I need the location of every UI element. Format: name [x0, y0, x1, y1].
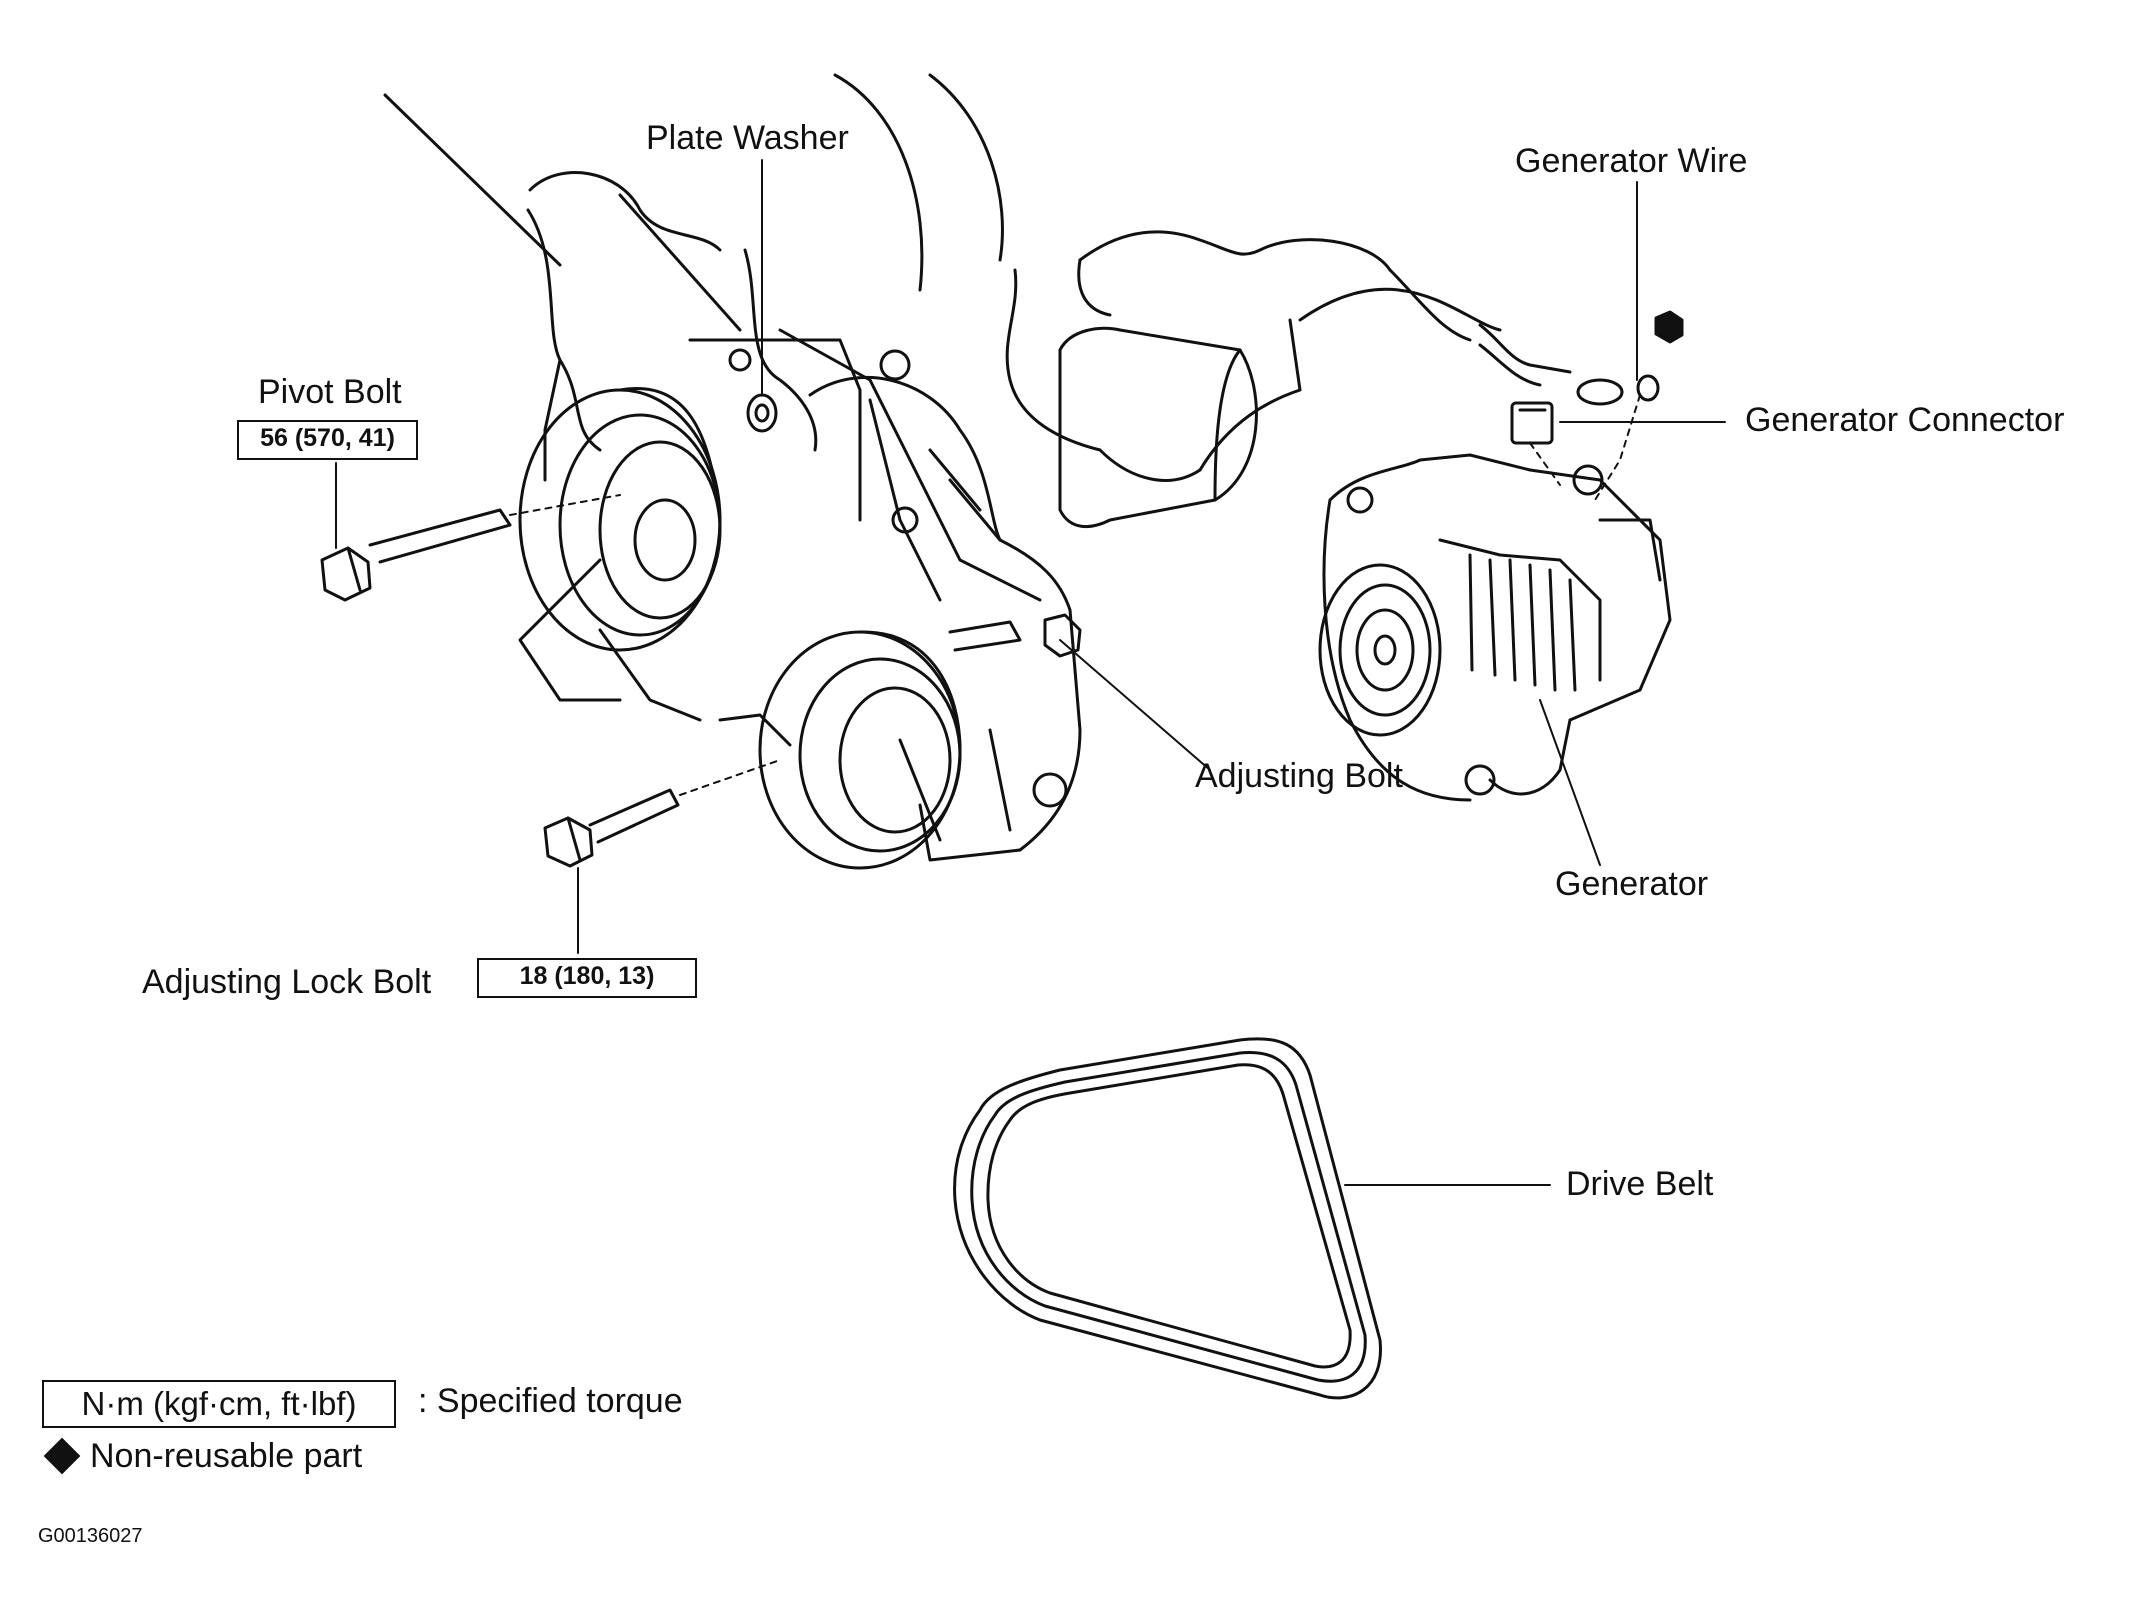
figure-id: G00136027 [38, 1525, 143, 1547]
lower-pulley-drawing [758, 630, 962, 870]
plate-washer-label: Plate Washer [646, 119, 849, 157]
upper-pulley-drawing [518, 387, 722, 652]
generator-wire-drawing [1478, 323, 1660, 501]
pivot-bolt-drawing [320, 494, 621, 602]
adjusting-bolt-drawing [948, 613, 1082, 658]
pivot-bolt-label: Pivot Bolt [258, 373, 402, 411]
specified-torque-legend-text: : Specified torque [418, 1382, 683, 1420]
plate-washer-drawing [746, 393, 778, 433]
generator-label: Generator [1555, 865, 1709, 903]
leader-lines [335, 159, 1726, 1186]
adjusting-lock-bolt-drawing [543, 759, 781, 868]
pivot-bolt-torque-box: 56 (570, 41) [237, 420, 418, 460]
torque-unit-legend-box: N·m (kgf·cm, ft·lbf) [42, 1380, 396, 1428]
engine-block-drawing [383, 73, 1502, 862]
generator-drawing [1318, 453, 1672, 802]
generator-connector-label: Generator Connector [1745, 401, 2065, 439]
adjusting-bolt-label: Adjusting Bolt [1195, 757, 1403, 795]
non-reusable-legend-text: Non-reusable part [90, 1437, 363, 1475]
generator-wire-label: Generator Wire [1515, 142, 1748, 180]
drive-belt-drawing [953, 1037, 1382, 1400]
adjusting-lock-bolt-label: Adjusting Lock Bolt [142, 963, 432, 1001]
adjusting-lock-bolt-torque-box: 18 (180, 13) [477, 958, 697, 998]
nut-drawing [1654, 310, 1684, 344]
generator-connector-drawing [1510, 401, 1561, 486]
drive-belt-label: Drive Belt [1566, 1165, 1714, 1203]
